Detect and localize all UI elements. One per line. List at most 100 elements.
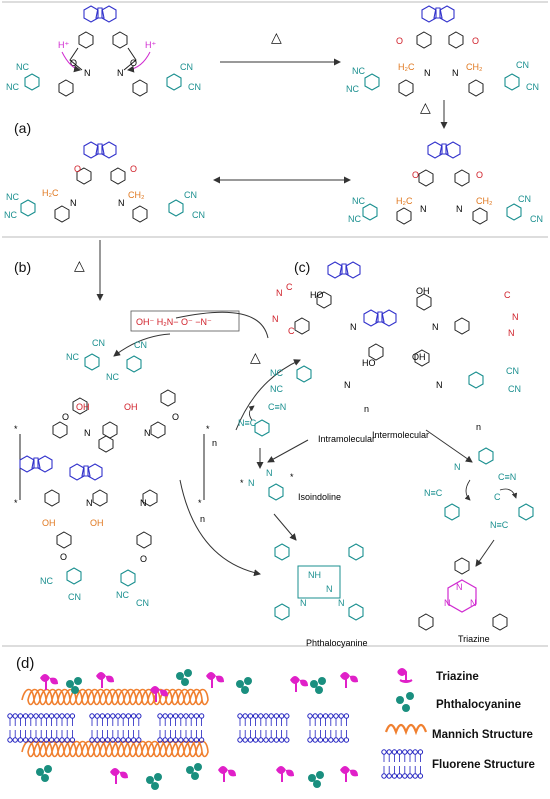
svg-text:N≡C: N≡C [490,520,509,530]
svg-text:*: * [198,498,202,508]
legend-triazine-label: Triazine [436,671,479,683]
triazine-structure: N N N Triazine [418,557,508,644]
svg-text:O: O [472,36,479,46]
svg-text:OH: OH [42,518,56,528]
svg-text:OH: OH [124,402,138,412]
triazine-icon [218,766,236,782]
svg-text:N: N [276,288,283,298]
svg-text:N: N [266,468,273,478]
svg-text:NC: NC [66,352,79,362]
legend-phthalocyanine-label: Phthalocyanine [436,699,521,711]
legend-phthalocyanine-icon [396,692,414,712]
phthalocyanine-icon [176,669,192,686]
triazine-icon [206,672,224,688]
svg-text:CH₂: CH₂ [128,190,145,200]
svg-text:H₂C: H₂C [42,188,59,198]
fluorene-bilayer-1 [7,713,76,743]
panel-c-label: (c) [294,259,310,275]
svg-text:CN: CN [180,62,193,72]
phthalocyanine-structure: NH N N N Phthalocyanine [274,543,368,648]
svg-text:NC: NC [40,576,53,586]
arrow-b-to-phthalocyanine [179,479,261,577]
panel-a-label: (a) [14,120,31,136]
ring-opened-intermediate: O O H₂C CH₂ N N NC NC CN CN [346,6,539,97]
svg-text:O: O [412,170,419,180]
intramolecular-label: Intramolecular [318,434,375,444]
panel-b-label: (b) [14,259,31,275]
svg-text:O: O [396,36,403,46]
triazine-icon [340,672,358,688]
svg-text:NC: NC [116,590,129,600]
svg-text:O: O [130,164,137,174]
svg-text:*: * [206,424,210,434]
svg-text:N: N [326,584,333,594]
phthalocyanine-icon [308,771,324,788]
svg-text:C: C [504,290,511,300]
nucleophile-list: OH⁻ H₂N− O⁻ −N⁻ [136,317,212,327]
triazine-icon [150,686,168,702]
svg-text:N: N [248,478,255,488]
phthalocyanine-icon [310,677,326,694]
svg-text:N: N [350,322,357,332]
triazine-label: Triazine [458,634,490,644]
svg-text:N: N [424,68,431,78]
svg-text:N: N [420,204,427,214]
svg-text:N: N [140,498,147,508]
svg-text:N: N [470,598,477,608]
svg-text:CN: CN [518,194,531,204]
svg-text:N: N [118,198,125,208]
svg-text:NC: NC [16,62,29,72]
polybenzoxazine-network: CN NC NC CN O O OH OH N N * * n N N OH O… [14,338,217,608]
heat-symbol-4: △ [250,349,261,365]
svg-text:N: N [456,582,463,592]
phthalonitrile-unit: N≡C C≡N [238,402,286,437]
phthalocyanine-icon [66,677,82,694]
svg-text:CN: CN [516,60,529,70]
svg-text:C≡N: C≡N [268,402,286,412]
svg-text:*: * [240,478,244,488]
legend-fluorene-icon [381,749,424,779]
svg-text:CH₂: CH₂ [466,62,483,72]
panel-d-label: (d) [16,655,34,672]
svg-text:O: O [476,170,483,180]
svg-text:CN: CN [508,384,521,394]
nucleophile-box: OH⁻ H₂N− O⁻ −N⁻ [130,310,240,332]
mannich-coil-bottom [21,740,209,758]
benzoxazine-monomer: O O N N H⁺ H⁺ NC NC CN CN [6,6,201,97]
svg-text:N: N [432,322,439,332]
svg-text:N: N [86,498,93,508]
svg-text:N: N [452,68,459,78]
heat-symbol-2: △ [420,99,431,115]
phthalocyanine-icon [146,773,162,790]
svg-text:N: N [272,314,279,324]
svg-text:N: N [144,428,151,438]
svg-text:CH₂: CH₂ [476,196,493,206]
svg-text:NC: NC [270,384,283,394]
svg-text:NC: NC [4,210,17,220]
iminium-zwitterion-right: O O H₂C CH₂ N N NC NC CN CN [348,142,543,225]
repeat-n-1: n [212,438,217,448]
svg-text:*: * [290,472,294,482]
svg-text:*: * [14,424,18,434]
svg-text:CN: CN [184,190,197,200]
phthalocyanine-icon [186,763,202,780]
cured-network-schematic [7,669,358,790]
legend-mannich-label: Mannich Structure [432,729,533,741]
intermolecular-label: Intermolecular [372,430,429,440]
svg-text:O: O [140,554,147,564]
svg-text:N: N [117,68,124,78]
svg-text:O: O [130,58,137,68]
legend-fluorene-label: Fluorene Structure [432,759,535,771]
svg-text:CN: CN [134,340,147,350]
svg-text:OH: OH [76,402,90,412]
arrow-b-to-c [235,359,301,431]
h-plus-left: H⁺ [58,40,69,50]
svg-text:OH: OH [416,286,430,296]
svg-text:N: N [70,198,77,208]
svg-text:OH: OH [412,352,426,362]
phthalocyanine-icon [236,677,252,694]
svg-text:O: O [70,58,77,68]
svg-text:C: C [288,326,295,336]
svg-text:HO: HO [362,358,376,368]
